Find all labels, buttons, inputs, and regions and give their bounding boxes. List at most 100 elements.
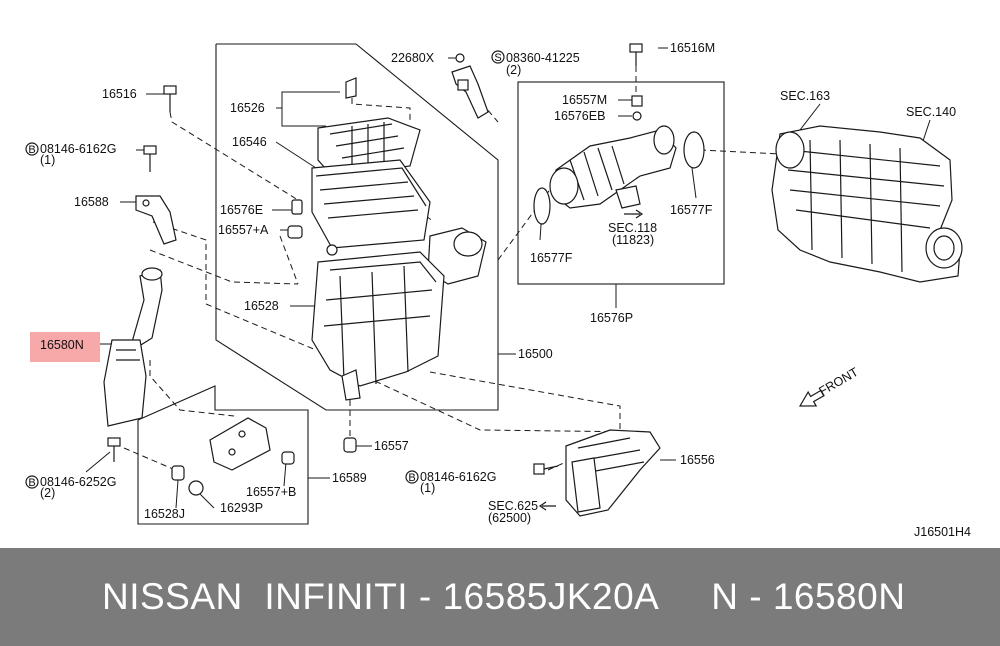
front-direction-arrow [798,389,825,407]
dash-16580N-upper [149,249,299,285]
air-duct-16556 [565,429,661,517]
label-08146b-qty: (2) [40,486,55,500]
intake-manifold [771,125,963,283]
label-16589: 16589 [332,471,367,485]
label-16293P: 16293P [220,501,263,515]
svg-text:B: B [28,477,35,489]
label-sec625: SEC.625 [488,499,538,513]
label-sec163: SEC.163 [780,89,830,103]
intake-tube [427,227,487,285]
label-16556: 16556 [680,453,715,467]
grommet-16293P [188,480,204,496]
drawing-id: J16501H4 [914,525,971,539]
assembly-box-16500 [215,43,499,411]
dash-16556-b [329,359,641,433]
grommet-16528J [171,465,185,481]
leader-16546 [275,141,317,169]
bolt-22680X [455,53,465,63]
bolt-mark-08146a: B [25,142,39,156]
bolt-16516M [629,43,643,66]
label-front: FRONT [817,365,862,399]
grommet-16576E [291,199,303,215]
label-22680X: 22680X [391,51,435,65]
leader-16557B [283,461,287,487]
arrow-sec625 [538,501,556,511]
label-sec625-sub: (62500) [488,511,531,525]
arrow-sec118 [624,209,644,219]
bolt-mark-08146b: B [25,475,39,489]
label-16576P: 16576P [590,311,633,325]
label-16588: 16588 [74,195,109,209]
bolt-16516 [163,85,177,112]
dash-16557A [279,235,299,285]
air-cleaner-cover-16526 [317,77,421,177]
label-08360-qty: (2) [506,63,521,77]
label-sec118: SEC.118 [608,221,657,235]
dash-duct [497,175,561,261]
bolt-08146c [533,463,559,475]
bracket-16588 [135,195,177,245]
label-sec118-sub: (11823) [612,233,654,247]
dash-16526 [351,88,411,122]
assembly-box-16576P [517,81,725,285]
dash-16588 [152,221,317,351]
dash-16516 [169,111,299,212]
label-16557A: 16557+A [218,223,269,237]
label-16516M: 16516M [670,41,715,55]
label-16557M: 16557M [562,93,607,107]
label-sec140: SEC.140 [906,105,956,119]
label-16576E: 16576E [220,203,263,217]
footer-part-numbers: NISSAN INFINITI - 16585JK20A N - 16580N [102,576,906,617]
highlight-16580N [30,332,100,362]
label-16577F-b: 16577F [670,203,713,217]
label-08146c-qty: (1) [420,481,435,495]
svg-text:B: B [28,144,35,156]
air-cleaner-case-16528 [311,244,445,401]
air-duct-16576P [549,125,677,209]
hose-clamp-16577F-b [683,131,705,169]
bolt-08146a [143,145,157,172]
bolt-08146b [107,437,121,462]
leader-sec163 [799,103,821,131]
leader-16577F-b [691,167,697,199]
label-16557: 16557 [374,439,409,453]
label-16516: 16516 [102,87,137,101]
dash-16556 [429,371,621,432]
leader-08146b [85,451,111,473]
svg-text:S: S [494,52,501,64]
dash-08146b [123,447,181,473]
label-16576EB: 16576EB [554,109,605,123]
label-16528J: 16528J [144,507,185,521]
label-08146b: 08146-6252G [40,475,116,489]
dash-08146c [547,461,567,471]
air-filter-16546 [311,159,431,249]
grommet-16576EB [632,111,642,121]
svg-text:B: B [408,472,415,484]
label-08146a: 08146-6162G [40,142,116,156]
dash-to-sec163 [699,149,781,155]
label-16580N: 16580N [40,338,84,352]
leader-16526b [281,108,326,127]
grommet-16557B [281,451,295,465]
airflow-sensor-22680X [451,65,489,119]
leader-16528J [175,479,179,509]
part-number-footer: NISSAN INFINITI - 16585JK20A N - 16580N [0,548,1000,646]
exploded-parts-diagram: S B B B 22680X 08360-41225 (2) 16516M 16… [25,41,971,539]
label-08146c: 08146-6162G [420,470,496,484]
label-16557B: 16557+B [246,485,296,499]
nut-16557M [631,95,643,107]
bolt-mark-08146c: B [405,470,419,484]
hose-clamp-16577F-a [533,187,551,225]
bracket-16589 [209,417,271,471]
label-16526: 16526 [230,101,265,115]
label-08146a-qty: (1) [40,153,55,167]
leader-16526a [276,91,340,109]
label-08360: 08360-41225 [506,51,580,65]
label-16577F-a: 16577F [530,251,573,265]
dash-16580N-lower [149,360,235,417]
resonator-16580N [103,267,163,427]
grommet-16557 [343,437,357,453]
assembly-box-16589 [137,385,309,525]
label-16528: 16528 [244,299,279,313]
